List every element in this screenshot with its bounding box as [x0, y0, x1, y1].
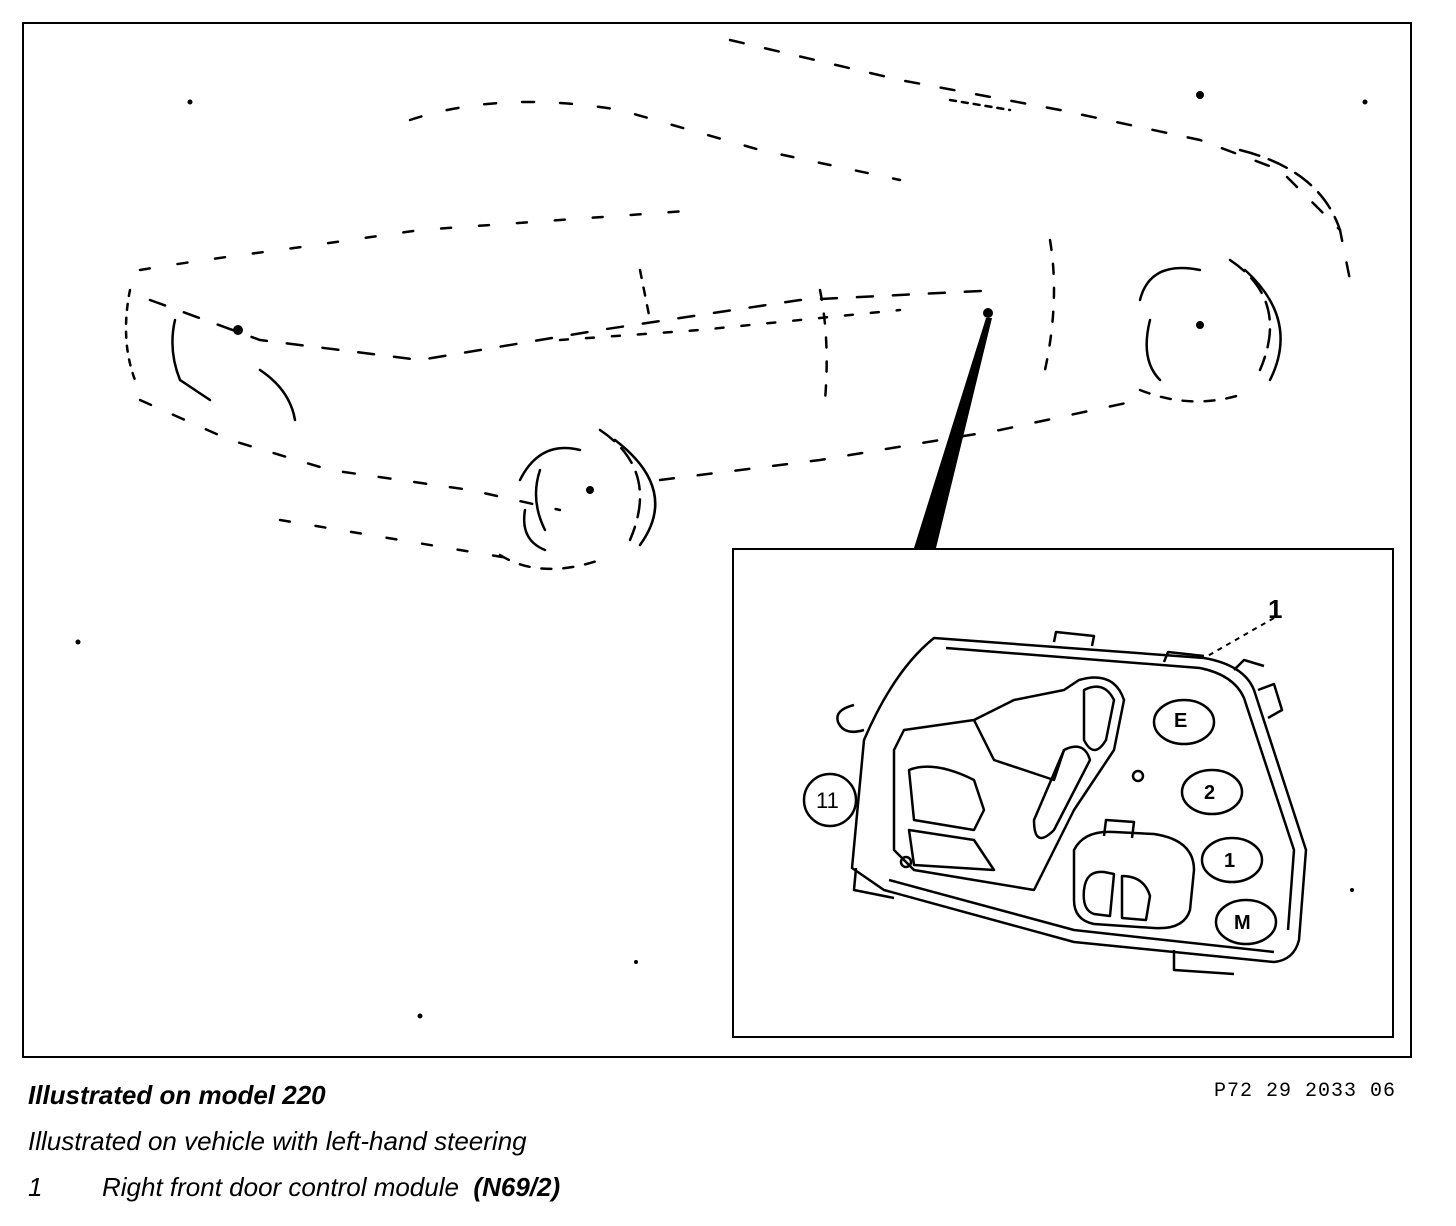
switch-label-m: M [1234, 912, 1251, 934]
callout-number-1: 1 [1268, 594, 1283, 624]
caption-subtitle: Illustrated on vehicle with left-hand st… [28, 1126, 527, 1156]
legend-item: 1 Right front door control module (N69/2) [28, 1172, 560, 1203]
figure-frame [22, 22, 1412, 1058]
legend-code: (N69/2) [473, 1172, 561, 1202]
knob-label: 11 [816, 788, 839, 813]
switch-label-2: 2 [1204, 782, 1216, 804]
legend-text: Right front door control module [102, 1172, 459, 1202]
switch-label-1: 1 [1224, 850, 1236, 872]
legend-number: 1 [28, 1172, 43, 1202]
drawing-specks [75, 91, 1368, 1019]
figure-reference-code: P72 29 2033 06 [1214, 1080, 1397, 1103]
car-body-outline [124, 38, 1352, 571]
control-module-inset: E 2 1 M 11 [732, 548, 1394, 1038]
callout-1-line [1203, 617, 1275, 659]
control-module-drawing [802, 617, 1308, 976]
caption-title: Illustrated on model 220 [28, 1080, 326, 1110]
callout-leader [914, 308, 993, 548]
switch-label-e: E [1174, 710, 1188, 732]
